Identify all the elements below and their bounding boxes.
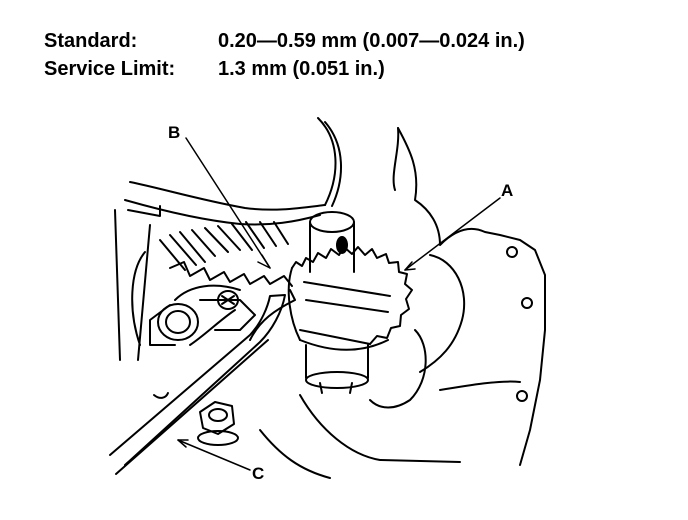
synchronizer-assembly (114, 117, 342, 361)
leader-line-b (185, 137, 271, 269)
standard-value: 0.20—0.59 mm (0.007—0.024 in.) (218, 30, 525, 52)
callout-label-c: C (252, 464, 264, 483)
feeler-gauge (109, 289, 296, 475)
callout-label-a: A (501, 181, 513, 200)
leader-arrow-a (404, 261, 416, 271)
countershaft-spindle (309, 211, 355, 273)
service-limit-value: 1.3 mm (0.051 in.) (218, 58, 385, 80)
transmission-housing (259, 127, 546, 479)
leader-line-a (404, 197, 501, 271)
callout-label-b: B (168, 123, 180, 142)
service-limit-label: Service Limit: (44, 58, 176, 80)
leader-arrow-c (177, 439, 189, 448)
standard-label: Standard: (44, 30, 138, 52)
shift-fork (157, 284, 256, 346)
reverse-idler-gear (287, 246, 413, 394)
leader-line-c (177, 439, 251, 471)
leader-arrow-b (257, 254, 271, 269)
callout-leaders (177, 137, 501, 471)
bolt (197, 401, 239, 446)
